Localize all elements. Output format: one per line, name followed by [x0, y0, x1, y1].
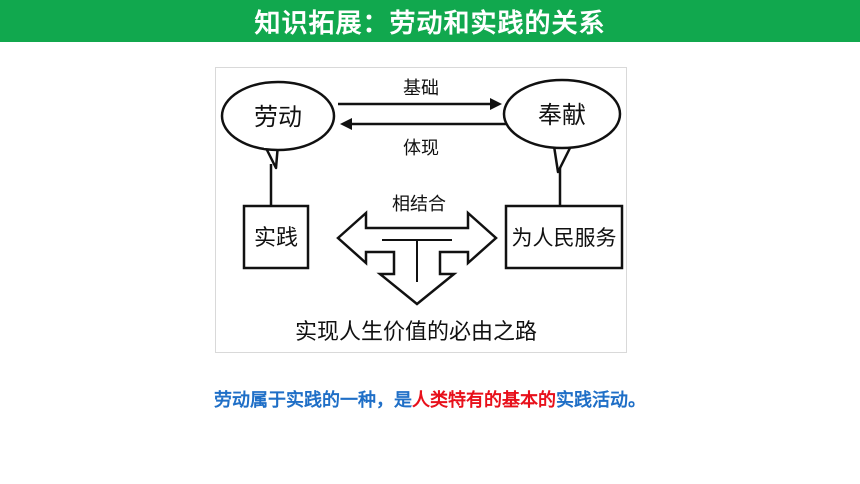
- arrow-right-head: [490, 98, 502, 110]
- arrow-top-label: 基础: [403, 78, 439, 99]
- caption: 劳动属于实践的一种，是人类特有的基本的实践活动。: [0, 386, 860, 412]
- bubble-right-ellipse: [502, 78, 622, 150]
- slide-title: 知识拓展：劳动和实践的关系: [254, 8, 606, 39]
- arrow-bottom-label: 体现: [403, 138, 439, 159]
- diagram-svg: 劳动 奉献 基础 体现 实践 为人民服务 相结合 实现人生价值的必由之路: [220, 78, 624, 345]
- box-left-label: 实践: [254, 226, 298, 251]
- bubble-right-label: 奉献: [538, 101, 586, 129]
- caption-part-1: 劳动属于实践的一种，是: [214, 390, 412, 411]
- arrow-left-head: [340, 118, 352, 130]
- center-label: 相结合: [392, 194, 446, 215]
- caption-part-2: 人类特有的基本的: [412, 390, 556, 411]
- box-right-label: 为人民服务: [512, 226, 617, 250]
- bottom-text: 实现人生价值的必由之路: [295, 320, 537, 345]
- relationship-diagram: 劳动 奉献 基础 体现 实践 为人民服务 相结合 实现人生价值的必由之路: [215, 67, 627, 353]
- bubble-left-ellipse: [220, 80, 336, 152]
- bubble-left-label: 劳动: [254, 103, 302, 131]
- box-left: [242, 204, 310, 270]
- box-right: [504, 204, 624, 270]
- title-bar: 知识拓展：劳动和实践的关系: [0, 0, 860, 42]
- caption-part-3: 实践活动。: [556, 390, 646, 411]
